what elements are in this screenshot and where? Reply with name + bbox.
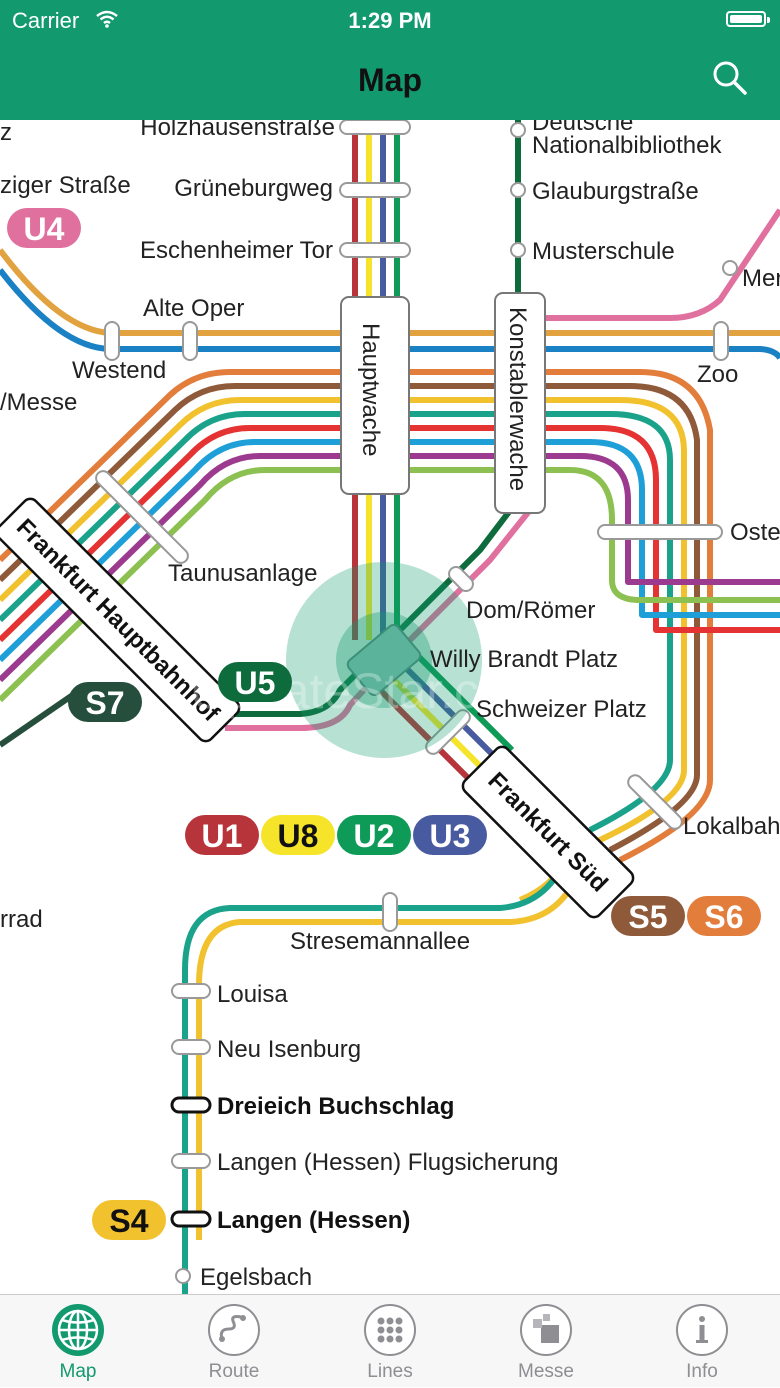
station-langen-flugsicherung[interactable]: Langen (Hessen) Flugsicherung	[217, 1149, 559, 1176]
line-s9	[0, 453, 780, 683]
battery-icon	[726, 11, 770, 27]
badge-u3[interactable]: U3	[413, 815, 487, 855]
station-alte-oper[interactable]: Alte Oper	[143, 295, 244, 322]
line-s6	[0, 369, 713, 863]
station-lokalbahnhof[interactable]: Lokalbah	[683, 813, 780, 840]
badge-s7[interactable]: S7	[68, 682, 142, 722]
station-messe[interactable]: /Messe	[0, 389, 77, 416]
tab-map[interactable]: Map	[0, 1295, 156, 1388]
svg-text:U8: U8	[278, 818, 319, 854]
search-icon[interactable]	[710, 58, 750, 98]
badge-u8[interactable]: U8	[261, 815, 335, 855]
station-eschenheimer-tor[interactable]: Eschenheimer Tor	[140, 237, 333, 264]
station-box-hauptwache[interactable]: Hauptwache	[340, 296, 410, 495]
badge-u1[interactable]: U1	[185, 815, 259, 855]
station-box-willy-brandt[interactable]	[345, 623, 422, 698]
messe-icon	[520, 1304, 572, 1356]
svg-text:U5: U5	[235, 665, 276, 701]
line-s1	[0, 439, 780, 663]
station-willy-brandt-platz[interactable]: Willy Brandt Platz	[430, 646, 618, 673]
line-s3-south	[182, 868, 563, 1294]
station-stresemannallee[interactable]: Stresemannallee	[290, 928, 470, 955]
status-bar: Carrier 1:29 PM	[0, 0, 780, 40]
svg-text:U2: U2	[354, 818, 395, 854]
tab-map-label: Map	[59, 1361, 97, 1382]
badge-s6[interactable]: S6	[687, 896, 761, 936]
tab-lines[interactable]: Lines	[312, 1295, 468, 1388]
station-grueneburgweg[interactable]: Grüneburgweg	[174, 175, 333, 202]
carrier-label: Carrier	[12, 8, 80, 33]
badge-u4[interactable]: U4	[7, 208, 81, 248]
route-icon	[208, 1304, 260, 1356]
svg-text:S4: S4	[109, 1203, 148, 1239]
line-u1-south	[367, 677, 473, 783]
station-konstablerwache: Konstablerwache	[504, 307, 531, 491]
tab-messe[interactable]: Messe	[468, 1295, 624, 1388]
station-merianplatz[interactable]: Mer	[742, 265, 780, 292]
badge-s5[interactable]: S5	[611, 896, 685, 936]
station-edge-z: z	[0, 120, 12, 146]
station-westend[interactable]: Westend	[72, 357, 166, 384]
line-u3-south	[395, 657, 501, 763]
station-deutsche-nationalbibliothek-1[interactable]: Deutsche	[532, 120, 633, 136]
station-dreieich-buchschlag[interactable]: Dreieich Buchschlag	[217, 1093, 454, 1120]
station-neu-isenburg[interactable]: Neu Isenburg	[217, 1036, 361, 1063]
station-dom-roemer[interactable]: Dom/Römer	[466, 597, 595, 624]
station-taunusanlage[interactable]: Taunusanlage	[168, 560, 317, 587]
status-time: 1:29 PM	[348, 8, 432, 33]
wifi-icon	[96, 10, 118, 28]
line-s4-south	[196, 878, 578, 1240]
station-deutsche-nationalbibliothek-2[interactable]: Nationalbibliothek	[532, 132, 722, 159]
station-hauptwache: Hauptwache	[357, 323, 384, 456]
tab-info[interactable]: Info	[624, 1295, 780, 1388]
tab-route[interactable]: Route	[156, 1295, 312, 1388]
line-s7	[0, 687, 82, 748]
station-edge-rrad: rrad	[0, 906, 43, 933]
badge-s4[interactable]: S4	[92, 1200, 166, 1240]
station-schweizer-platz[interactable]: Schweizer Platz	[476, 696, 647, 723]
station-louisa[interactable]: Louisa	[217, 981, 288, 1008]
badge-u5[interactable]: U5	[218, 662, 292, 702]
globe-icon	[52, 1304, 104, 1356]
transit-map[interactable]: Hauptwache Konstablerwache Frankfurt Hau…	[0, 120, 780, 1294]
station-box-konstablerwache[interactable]: Konstablerwache	[494, 292, 546, 514]
station-holzhausenstrasse[interactable]: Holzhausenstraße	[140, 120, 335, 141]
transit-map-canvas[interactable]: Hauptwache Konstablerwache Frankfurt Hau…	[0, 120, 780, 1294]
station-langen-hessen[interactable]: Langen (Hessen)	[217, 1207, 410, 1234]
svg-text:U1: U1	[202, 818, 243, 854]
line-u4-east	[545, 208, 780, 321]
svg-text:S6: S6	[704, 899, 743, 935]
station-glauburgstrasse[interactable]: Glauburgstraße	[532, 178, 699, 205]
svg-text:U3: U3	[430, 818, 471, 854]
station-musterschule[interactable]: Musterschule	[532, 238, 675, 265]
svg-text:S7: S7	[85, 685, 124, 721]
navigation-bar: Map	[0, 40, 780, 120]
line-u8-south	[381, 667, 487, 773]
station-markers	[95, 120, 738, 1284]
line-u6	[0, 268, 780, 360]
tab-lines-label: Lines	[367, 1361, 413, 1382]
major-station-markers	[170, 1096, 212, 1228]
station-egelsbach[interactable]: Egelsbach	[200, 1264, 312, 1291]
station-ostendstrasse[interactable]: Oste	[730, 519, 780, 546]
line-s2	[0, 425, 780, 643]
tab-messe-label: Messe	[518, 1361, 574, 1382]
tab-route-label: Route	[208, 1361, 260, 1382]
svg-text:U4: U4	[24, 211, 65, 247]
line-u2-south	[409, 647, 515, 753]
lines-grid-icon	[364, 1304, 416, 1356]
tab-bar: Map Route Lines Messe	[0, 1294, 780, 1387]
station-zoo[interactable]: Zoo	[697, 361, 738, 388]
tab-info-label: Info	[686, 1361, 718, 1382]
line-s8	[0, 467, 780, 703]
svg-text:S5: S5	[628, 899, 667, 935]
page-title: Map	[358, 62, 422, 98]
station-leipziger-strasse[interactable]: ziger Straße	[0, 172, 131, 199]
badge-u2[interactable]: U2	[337, 815, 411, 855]
info-icon	[676, 1304, 728, 1356]
